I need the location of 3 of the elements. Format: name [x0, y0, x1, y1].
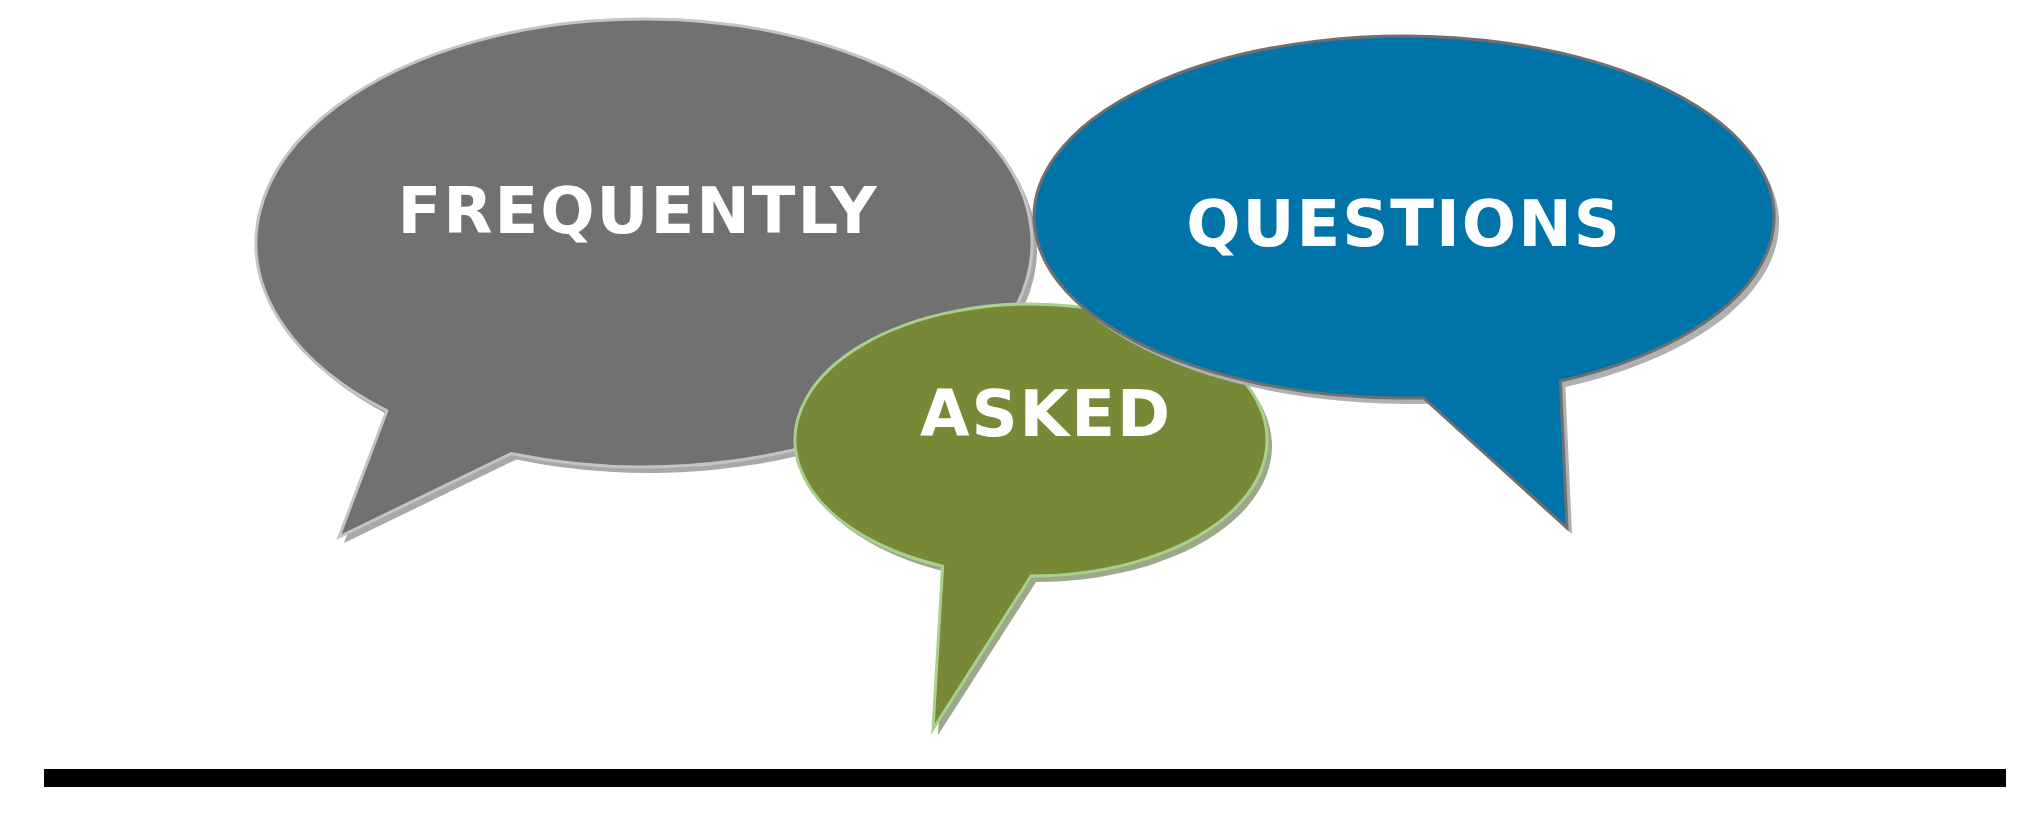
bubble-text: QUESTIONS [1186, 187, 1622, 261]
bubble-text: FREQUENTLY [397, 174, 879, 248]
bubble-text: ASKED [919, 377, 1173, 451]
